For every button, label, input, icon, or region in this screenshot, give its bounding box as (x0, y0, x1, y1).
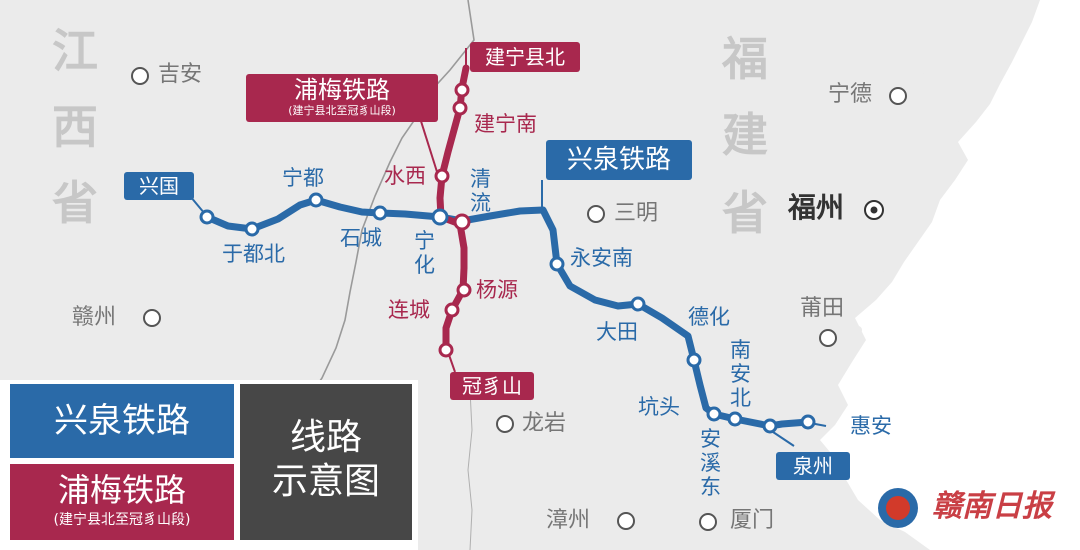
legend-title-panel: 线路 示意图 (240, 384, 412, 540)
province-char: 省 (722, 186, 768, 240)
city-label-fuzhou: 福州 (788, 191, 845, 224)
station-label-dehua: 德化 (688, 305, 730, 329)
quanzhou-tag-pointer (769, 429, 795, 447)
station-label-shicheng: 石城 (340, 226, 382, 250)
station-marker-nananbei (727, 411, 743, 427)
watermark-text: 赣南日报 (932, 489, 1052, 524)
legend-pumei-title: 浦梅铁路 (57, 471, 186, 509)
city-label-xiamen: 厦门 (730, 508, 775, 533)
city-label-longyan: 龙岩 (522, 411, 567, 436)
station-label-jianningnan: 建宁南 (474, 112, 537, 136)
station-marker-jianningxianbei (454, 82, 470, 98)
capital-dot (870, 206, 878, 214)
city-label-putian: 莆田 (800, 296, 845, 321)
station-label-ninghua: 宁化 (414, 229, 435, 277)
station-tag-quanzhou: 泉州 (776, 452, 850, 480)
station-label-yangyuan: 杨源 (476, 278, 518, 302)
island (854, 326, 862, 334)
city-label-ningde: 宁德 (828, 82, 873, 107)
pumei-line-tag: 浦梅铁路 (建宁县北至冠豸山段) (246, 74, 438, 122)
city-label-jian: 吉安 (158, 62, 203, 87)
station-tag-guanzhishan: 冠豸山 (450, 372, 534, 400)
station-label-qingliu: 清流 (470, 167, 491, 215)
xingquan-line-tag: 兴泉铁路 (546, 140, 692, 180)
station-marker-guanzhishan (438, 342, 454, 358)
station-marker-huian (800, 414, 816, 430)
logo-inner (886, 496, 910, 520)
station-marker-datian (630, 296, 646, 312)
station-marker-ningdu (308, 192, 324, 208)
city-marker-ganzhou (143, 309, 161, 327)
station-label-yonganan: 永安南 (570, 246, 633, 270)
station-tag-jianningxianbei: 建宁县北 (470, 42, 580, 72)
city-marker-zhangzhou (617, 512, 635, 530)
station-marker-jianningnan (452, 100, 468, 116)
province-char: 江 (52, 24, 98, 78)
station-marker-qingliu (453, 213, 471, 231)
city-marker-sanming (587, 205, 605, 223)
station-tag-xingguo: 兴国 (124, 172, 194, 200)
station-label-anxidong: 安溪东 (700, 427, 721, 499)
station-marker-xingguo (199, 209, 215, 225)
city-marker-putian (819, 329, 837, 347)
station-label-huian: 惠安 (850, 414, 892, 438)
province-boundary-secondary (467, 389, 473, 550)
pumei-tag-pointer (419, 117, 439, 176)
city-marker-ningde (889, 87, 907, 105)
station-marker-yangyuan (456, 282, 472, 298)
province-char: 福 (722, 32, 768, 86)
station-marker-dehua (686, 352, 702, 368)
city-marker-longyan (496, 415, 514, 433)
legend-xingquan: 兴泉铁路 (10, 384, 234, 458)
station-label-yudubei: 于都北 (222, 242, 285, 266)
island (719, 522, 731, 534)
province-char: 西 (52, 100, 98, 154)
city-label-ganzhou: 赣州 (72, 305, 117, 330)
station-marker-liancheng (444, 302, 460, 318)
island (916, 68, 924, 76)
island (876, 266, 884, 274)
station-label-liancheng: 连城 (388, 298, 430, 322)
island (951, 116, 959, 124)
province-char: 省 (52, 176, 98, 230)
station-marker-yonganan (549, 256, 565, 272)
island (893, 103, 903, 113)
province-char: 建 (722, 108, 768, 162)
station-label-shuixi: 水西 (384, 164, 426, 188)
station-marker-quanzhou (762, 418, 778, 434)
newspaper-logo (878, 488, 918, 528)
station-marker-shuixi (434, 168, 450, 184)
station-marker-yudubei (244, 221, 260, 237)
station-label-kengtou: 坑头 (638, 395, 680, 419)
legend-pumei-subtitle: (建宁县北至冠豸山段) (53, 512, 191, 528)
city-label-zhangzhou: 漳州 (546, 508, 591, 533)
station-label-ningdu: 宁都 (282, 166, 324, 190)
station-marker-ninghua (431, 208, 449, 226)
pumei-tag-title: 浦梅铁路 (294, 76, 390, 104)
pumei-tag-subtitle: (建宁县北至冠豸山段) (288, 104, 396, 117)
city-marker-jian (131, 67, 149, 85)
legend-title-line1: 线路 (289, 417, 362, 458)
city-marker-xiamen (699, 513, 717, 531)
island (910, 205, 920, 215)
station-marker-shicheng (372, 205, 388, 221)
legend-title-line2: 示意图 (271, 461, 380, 502)
city-label-sanming: 三明 (614, 201, 659, 226)
station-label-datian: 大田 (596, 320, 638, 344)
legend-pumei: 浦梅铁路 (建宁县北至冠豸山段) (10, 464, 234, 540)
sea-area (820, 0, 1080, 550)
station-marker-kengtou (706, 406, 722, 422)
station-label-nananbei: 南安北 (730, 338, 751, 410)
